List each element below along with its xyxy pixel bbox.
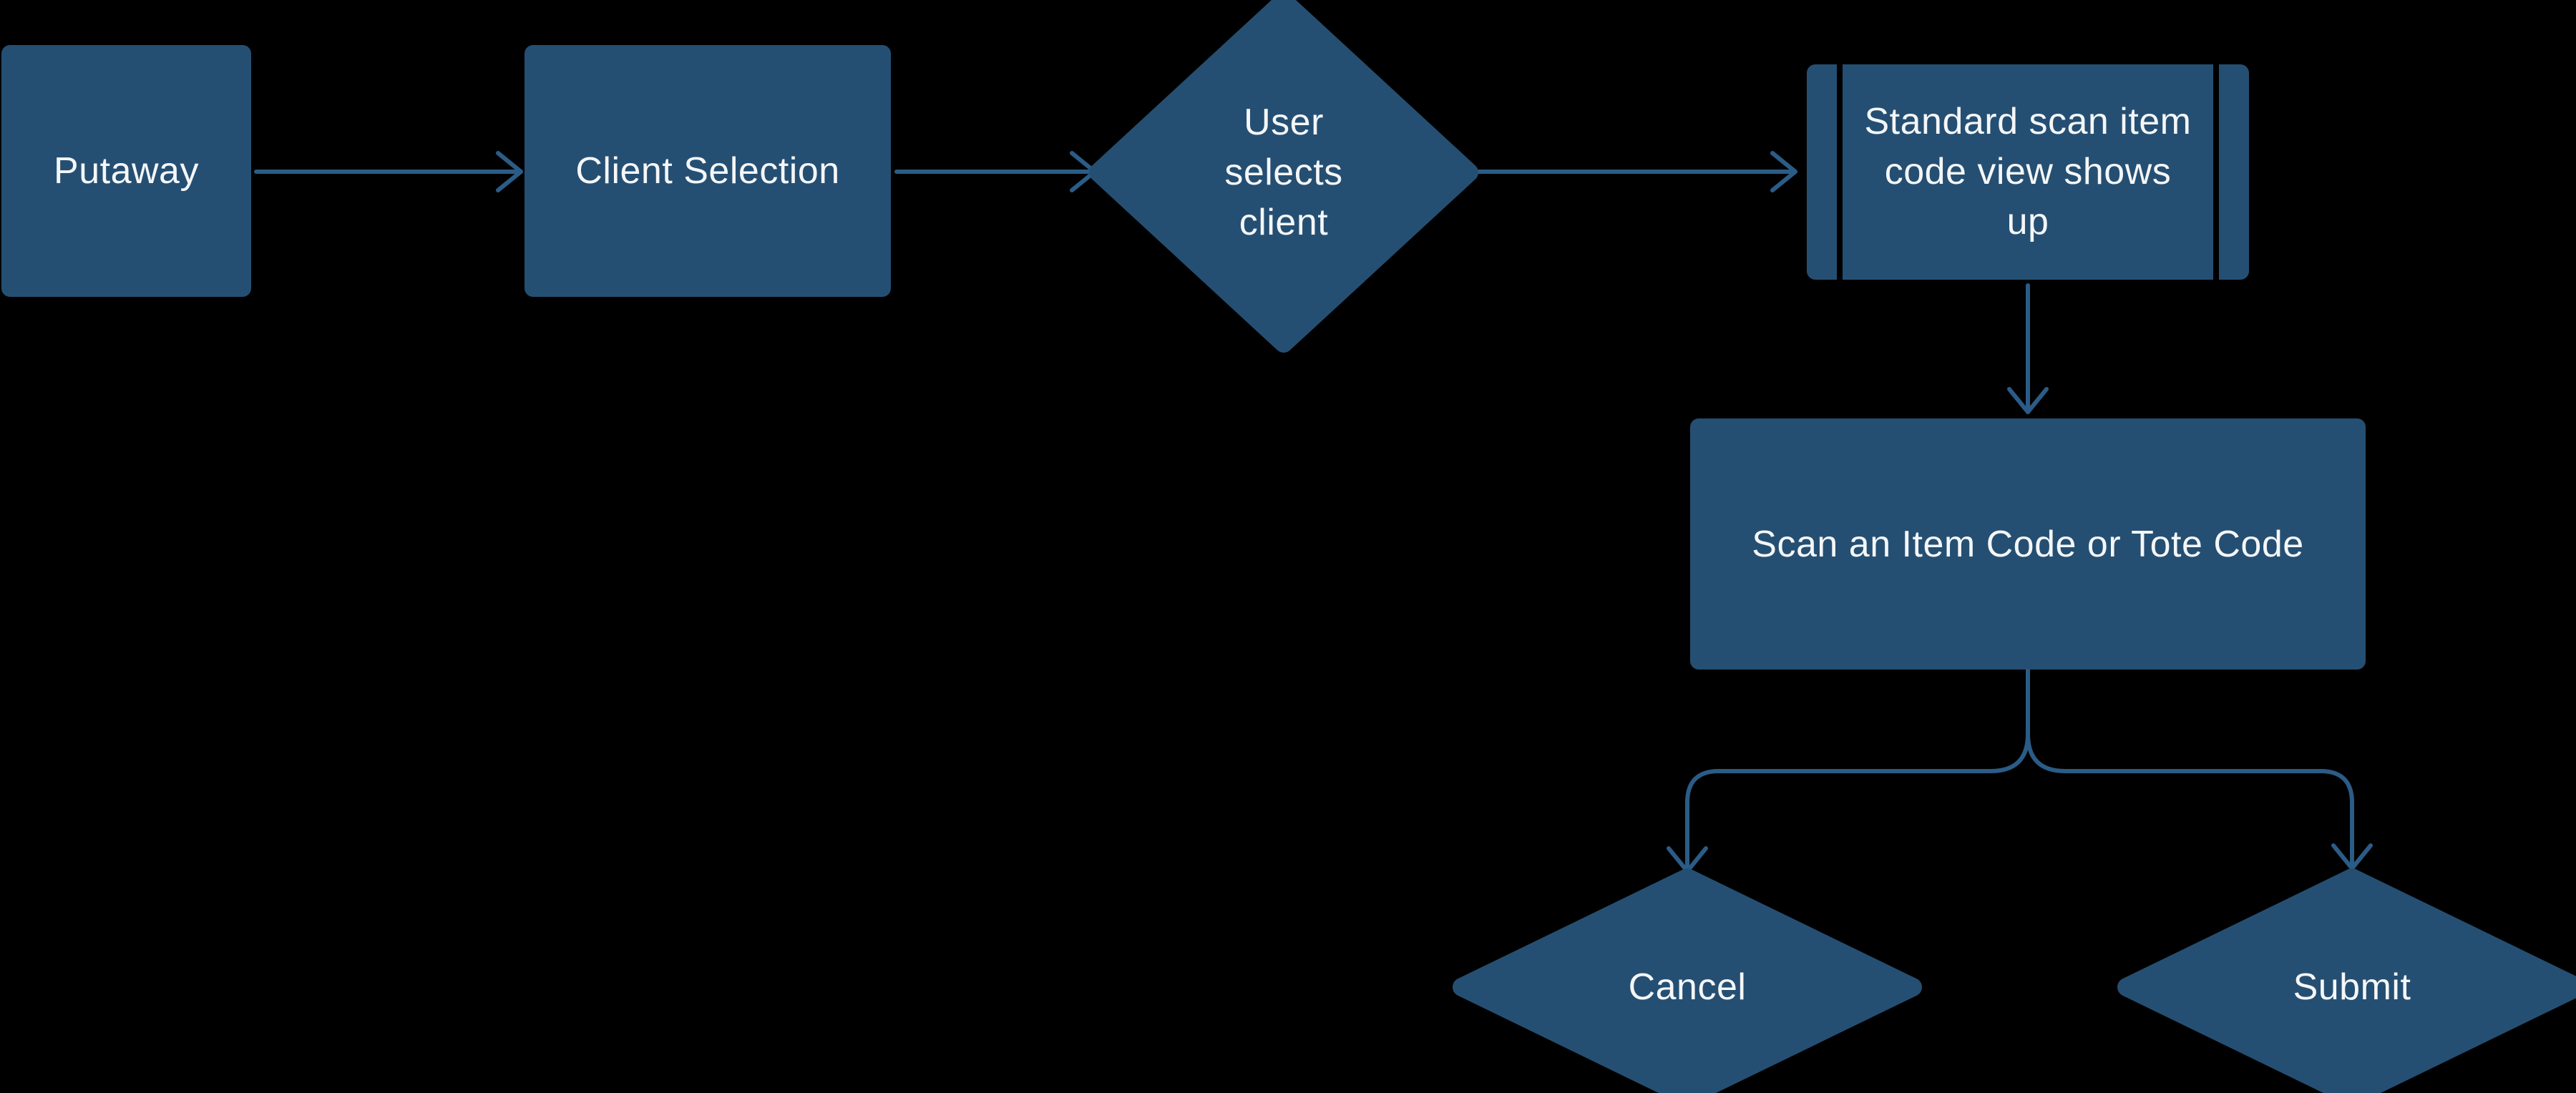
arrowhead-down-icon	[2007, 387, 2049, 414]
scan-item-or-tote-node-shape	[1690, 418, 2366, 670]
putaway-node-shape	[1, 45, 251, 297]
subroutine-body	[1807, 64, 2249, 280]
arrowhead-right-icon	[1770, 151, 1797, 192]
edge-shaft	[1685, 667, 2030, 871]
edge-scan-box-to-submit	[2026, 732, 2373, 871]
standard-scan-view-subroutine-shape	[1807, 64, 2249, 280]
client-selection-node-shape	[525, 45, 891, 297]
edge-standard-scan-view-to-scan-box	[2007, 283, 2049, 414]
arrowhead-right-icon	[496, 151, 523, 192]
user-selects-client-decision-shape	[1089, 0, 1478, 353]
edge-shaft	[2026, 732, 2354, 868]
edge-client-selection-to-decision	[894, 151, 1097, 192]
submit-decision-shape	[2117, 868, 2576, 1093]
edge-decision-to-standard-scan-view	[1471, 151, 1797, 192]
edge-scan-box-to-cancel	[1667, 667, 2030, 873]
cancel-decision-shape	[1453, 868, 1922, 1093]
edge-putaway-to-client-selection	[254, 151, 523, 192]
